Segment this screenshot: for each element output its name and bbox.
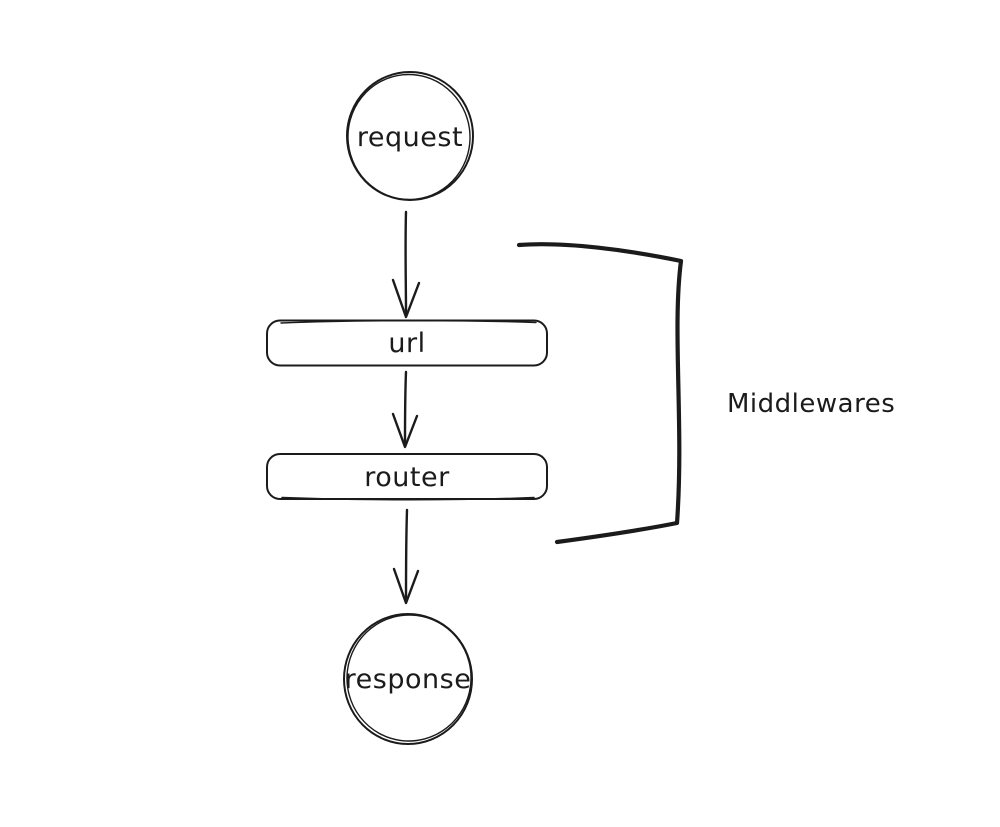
response-circle-shape (343, 613, 473, 745)
arrow-shaft (403, 370, 408, 446)
arrow-url-to-router (391, 370, 419, 449)
middlewares-label: Middlewares (727, 389, 895, 419)
router-label: router (364, 462, 450, 493)
arrowhead-icon (391, 412, 419, 449)
url-box-sketch-overstroke (280, 319, 537, 324)
response-circle-sketch-overstroke (346, 614, 472, 742)
request-circle-sketch-overstroke (347, 73, 471, 201)
node-url: url (266, 319, 548, 367)
arrow-shaft (404, 508, 409, 602)
node-response: response (343, 613, 473, 745)
arrow-request-to-url (391, 210, 421, 319)
url-label: url (388, 328, 425, 359)
router-box-shape (266, 453, 548, 500)
middlewares-annotation: Middlewares (516, 242, 895, 545)
arrowhead-icon (392, 567, 420, 605)
right-bracket-shape (516, 242, 684, 545)
node-router: router (266, 453, 548, 501)
arrowhead-icon (391, 278, 421, 319)
request-label: request (357, 122, 463, 153)
arrow-router-to-response (392, 508, 420, 605)
node-request: request (346, 71, 474, 201)
router-box-sketch-overstroke (281, 496, 535, 501)
response-label: response (345, 664, 472, 695)
